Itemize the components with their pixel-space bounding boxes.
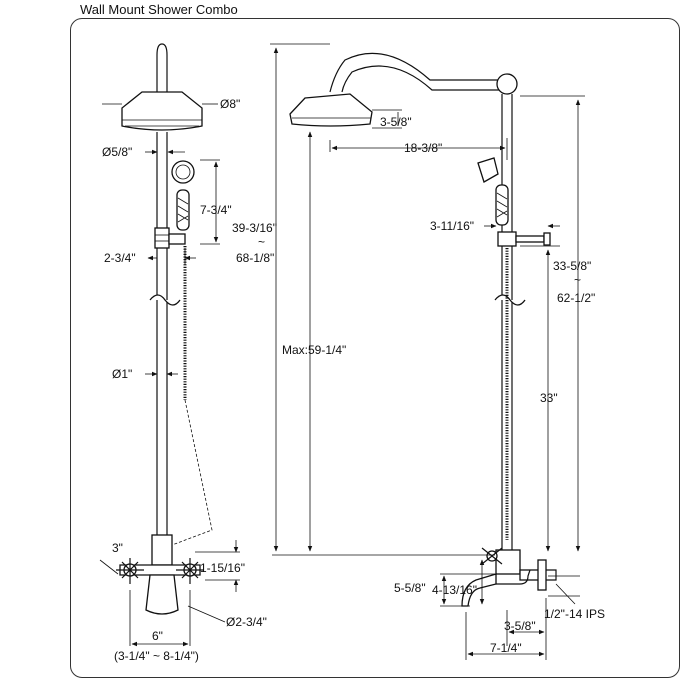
diagram-title: Wall Mount Shower Combo: [80, 2, 238, 17]
side-shower-head: [289, 93, 373, 127]
label-riser-height-tilde: ~: [574, 273, 581, 287]
dimension-lines: [99, 43, 585, 660]
label-overall-height-tilde: ~: [258, 235, 265, 249]
label-handle-spread: 3": [112, 541, 123, 555]
label-spout-diameter: Ø2-3/4": [226, 615, 267, 629]
label-overall-height-max: 68-1/8": [236, 251, 274, 265]
label-arm-reach: 18-3/8": [404, 141, 442, 155]
label-valve-to-spout: 5-5/8": [394, 581, 426, 595]
front-handshower-grip: [176, 189, 190, 231]
front-view: [116, 43, 213, 615]
front-hose-loop: [171, 399, 213, 546]
front-shower-head: [121, 91, 203, 131]
label-bracket-projection: 3-11/16": [430, 219, 474, 233]
side-handshower-grip: [495, 184, 509, 226]
front-handshower-face: [171, 160, 195, 184]
label-spout-drop: 4-13/16": [432, 583, 477, 597]
label-max-head-height: Max:59-1/4": [282, 343, 346, 357]
label-handshower-length: 7-3/4": [200, 203, 232, 217]
label-head-depth: 3-5/8": [380, 115, 412, 129]
side-wall-flange: [537, 559, 547, 591]
front-right-handle: [176, 558, 204, 584]
label-riser-height-max: 62-1/2": [557, 291, 595, 305]
front-handshower-holder: [168, 233, 186, 245]
label-pipe-top-diameter: Ø5/8": [102, 145, 132, 159]
label-slide-bar-height: 33": [540, 391, 558, 405]
label-riser-height-min: 33-5/8": [553, 259, 591, 273]
side-bracket: [497, 231, 517, 247]
side-arm-ball: [496, 73, 518, 95]
label-spout-reach: 7-1/4": [490, 641, 522, 655]
label-center-range: (3-1/4" ~ 8-1/4"): [114, 649, 199, 663]
front-valve-body: [151, 534, 173, 566]
label-wall-to-valve: 3-5/8": [504, 619, 536, 633]
front-break-mark: [149, 294, 181, 306]
label-center-spread: 6": [152, 629, 163, 643]
side-handshower-face: [477, 157, 499, 183]
front-riser-top: [156, 43, 168, 92]
side-view: [289, 52, 557, 607]
drawing-frame: [70, 18, 680, 678]
label-bracket-offset: 2-3/4": [104, 251, 136, 265]
label-inlet-thread: 1/2"-14 IPS: [544, 607, 605, 621]
side-break-mark: [494, 294, 526, 306]
front-bracket: [154, 227, 170, 249]
label-overall-height-min: 39-3/16": [232, 221, 277, 235]
label-head-diameter: Ø8": [220, 97, 240, 111]
front-spout: [145, 574, 179, 615]
label-pipe-diameter: Ø1": [112, 367, 132, 381]
side-gooseneck-inner: [341, 65, 500, 93]
dimension-labels: Ø8" Ø5/8" 7-3/4" 2-3/4" Ø1" 3" 1-15/16" …: [102, 97, 605, 663]
front-left-handle: [116, 558, 144, 584]
side-handle: [481, 547, 503, 565]
label-handle-height: 1-15/16": [200, 561, 245, 575]
side-gooseneck-outer: [329, 52, 500, 93]
